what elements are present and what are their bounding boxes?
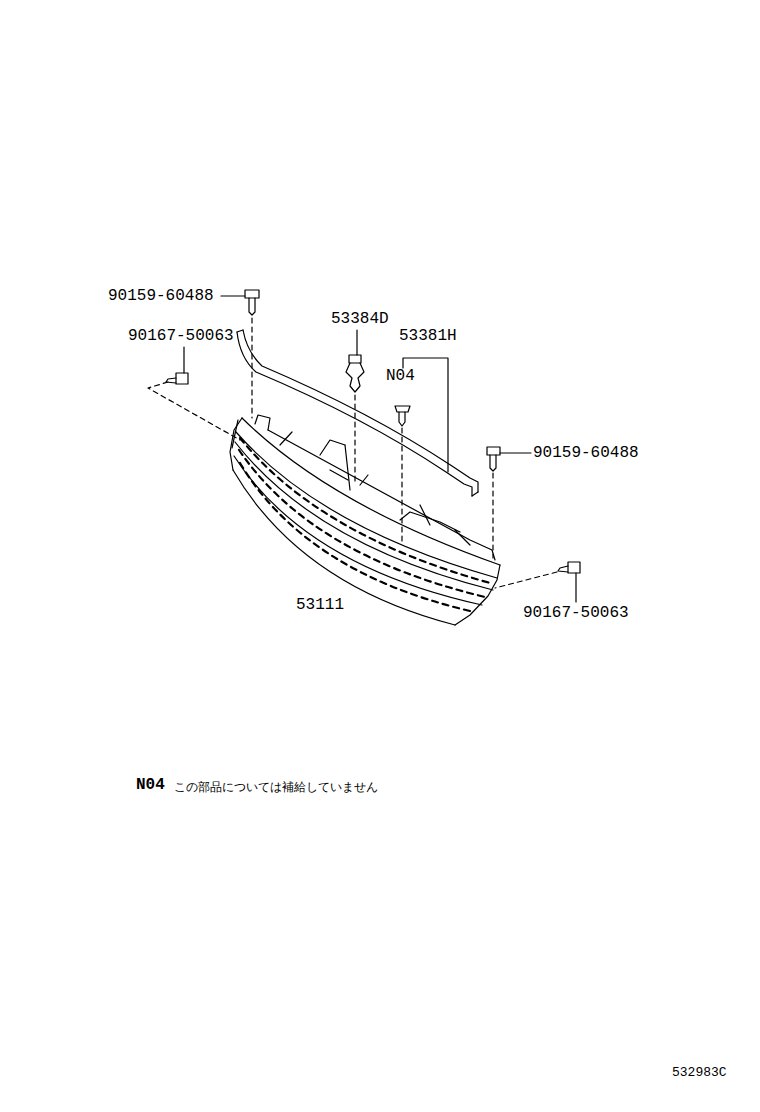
part-number: 90167-50063 xyxy=(128,327,234,345)
bolt-symbol xyxy=(245,290,259,315)
radiator-grille xyxy=(455,530,470,545)
dashed-leader xyxy=(492,473,493,558)
screw-symbol xyxy=(558,562,580,573)
radiator-grille xyxy=(233,470,455,625)
clip-symbol xyxy=(346,363,364,392)
radiator-grille xyxy=(255,415,270,430)
weatherstrip xyxy=(243,330,478,492)
radiator-grille xyxy=(235,442,493,590)
screw-symbol xyxy=(176,373,188,384)
bolt-symbol xyxy=(487,447,500,471)
leader-line xyxy=(356,330,357,355)
radiator-grille xyxy=(360,475,368,485)
weatherstrip xyxy=(237,330,478,496)
part-number: 53381H xyxy=(399,327,457,345)
radiator-grille xyxy=(268,430,495,560)
leader-line xyxy=(500,452,531,453)
screw-symbol xyxy=(568,562,580,573)
note-code: N04 xyxy=(386,367,415,385)
clip-symbol xyxy=(399,412,405,426)
clip-symbol xyxy=(349,355,361,363)
clip-symbol xyxy=(395,406,410,412)
radiator-grille xyxy=(330,470,348,480)
bolt-symbol xyxy=(249,298,255,315)
radiator-grille xyxy=(230,415,500,625)
weatherstrip xyxy=(237,332,472,496)
part-number: 90159-60488 xyxy=(533,444,639,462)
dashed-leader xyxy=(148,318,557,588)
note-text: この部品については補給していません xyxy=(174,778,378,796)
part-number: 53111 xyxy=(296,596,344,614)
leader-line xyxy=(575,573,576,602)
radiator-grille xyxy=(242,418,500,565)
dashed-leader xyxy=(148,382,240,440)
radiator-grille xyxy=(400,512,460,532)
dashed-leader xyxy=(354,395,355,485)
leader-line xyxy=(183,347,184,373)
clip-symbol xyxy=(346,355,364,392)
leader-line xyxy=(184,296,576,602)
dashed-leader xyxy=(495,572,557,588)
diagram-id: 532983C xyxy=(672,1064,727,1082)
note-code: N04 xyxy=(136,776,165,794)
bolt-symbol xyxy=(490,455,496,471)
grille-mesh xyxy=(239,438,490,611)
screw-symbol xyxy=(166,373,188,384)
bolt-symbol xyxy=(245,290,259,298)
radiator-grille xyxy=(320,440,345,455)
part-number: 53384D xyxy=(331,310,389,328)
screw-symbol xyxy=(558,566,568,572)
grille-mesh xyxy=(240,463,470,611)
radiator-grille xyxy=(420,505,430,525)
part-number: 90159-60488 xyxy=(108,287,214,305)
radiator-grille xyxy=(280,432,292,445)
weatherstrip xyxy=(237,330,243,332)
weatherstrip xyxy=(472,492,478,496)
bolt-symbol xyxy=(487,447,500,455)
clip-symbol xyxy=(395,406,410,426)
radiator-grille xyxy=(232,420,238,448)
dashed-leader xyxy=(401,428,402,545)
dashed-leader xyxy=(251,318,252,418)
part-number: 90167-50063 xyxy=(523,604,629,622)
leader-line xyxy=(221,295,245,296)
radiator-grille xyxy=(345,445,350,490)
